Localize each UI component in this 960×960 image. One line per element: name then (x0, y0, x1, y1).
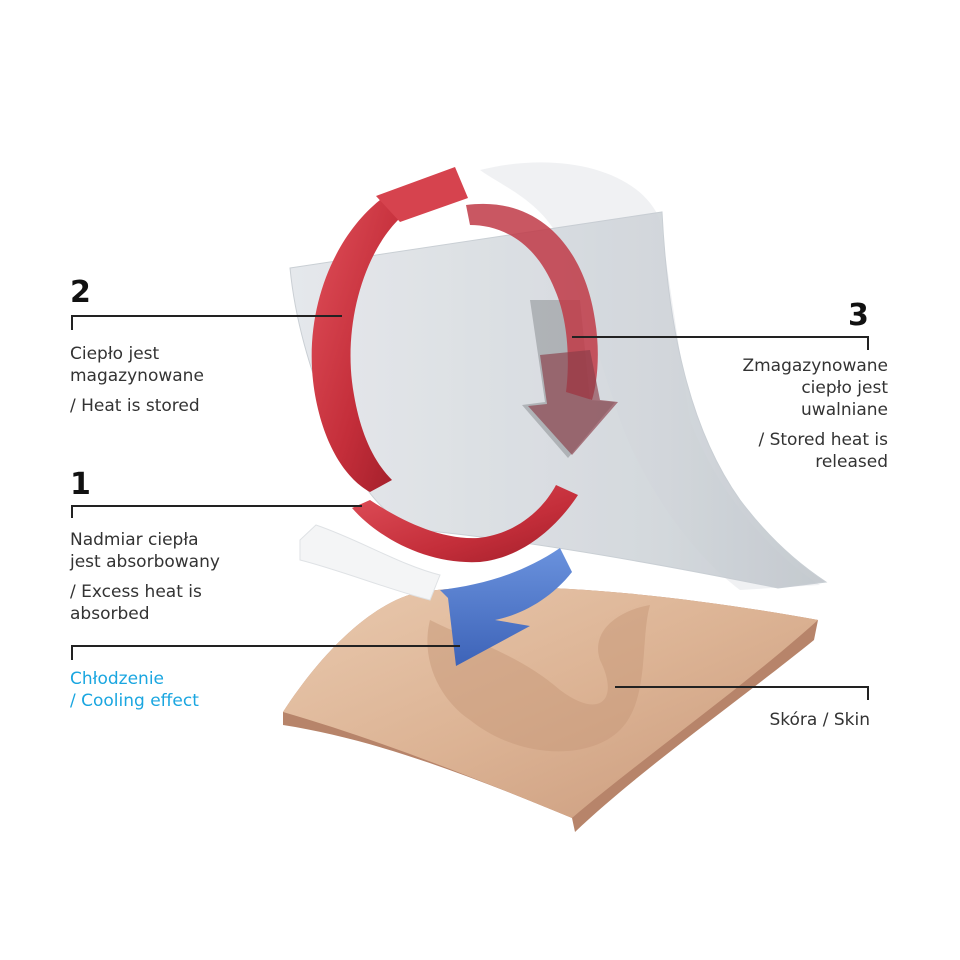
step-3-line1: Zmagazynowane (742, 356, 888, 376)
heat-arc-left (311, 200, 400, 492)
step-3-text: Zmagazynowane ciepło jest uwalniane / St… (742, 355, 888, 473)
skin-layer (283, 586, 818, 832)
leader-line-skin (615, 686, 869, 700)
leader-line-cooling (71, 645, 460, 660)
step-2-text: Ciepło jest magazynowane / Heat is store… (70, 343, 204, 417)
step-3-number: 3 (848, 298, 869, 333)
step-3-line3: uwalniane (801, 400, 888, 420)
cooling-line2: / Cooling effect (70, 691, 199, 711)
step-1-line3: / Excess heat is (70, 582, 202, 602)
heat-arc-bottom (352, 485, 578, 563)
heat-arrow-down (528, 350, 618, 455)
step-1-line1: Nadmiar ciepła (70, 530, 199, 550)
leader-line-3 (572, 336, 869, 350)
heat-arc-right (466, 203, 598, 400)
leader-lines (71, 315, 869, 700)
step-3-line5: released (815, 452, 888, 472)
cooling-arrow (440, 548, 572, 666)
heat-arrow-head-top (376, 167, 468, 222)
skin-shadow (427, 605, 650, 752)
step-1-line2: jest absorbowany (70, 552, 220, 572)
step-2-line3: / Heat is stored (70, 396, 200, 416)
step-1-text: Nadmiar ciepła jest absorbowany / Excess… (70, 529, 220, 625)
step-2-number: 2 (70, 275, 91, 310)
step-3-line2: ciepło jest (801, 378, 888, 398)
step-1-line4: absorbed (70, 604, 150, 624)
leader-line-2 (71, 315, 342, 330)
skin-label: Skóra / Skin (769, 710, 870, 730)
step-2-line2: magazynowane (70, 366, 204, 386)
step-1-number: 1 (70, 467, 91, 502)
leader-line-1 (71, 505, 362, 518)
step-3-line4: / Stored heat is (758, 430, 888, 450)
ghost-ribbon (299, 524, 441, 601)
step-2-line1: Ciepło jest (70, 344, 160, 364)
cooling-line1: Chłodzenie (70, 669, 165, 689)
cooling-label: Chłodzenie / Cooling effect (70, 668, 199, 712)
